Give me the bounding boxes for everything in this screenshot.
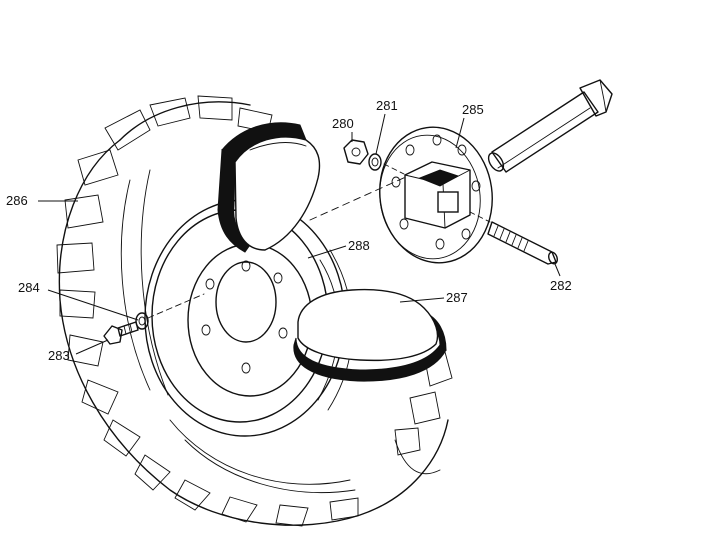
hub-nut-280 xyxy=(343,139,369,165)
upper-wheel-weight xyxy=(217,122,321,253)
axle-shaft xyxy=(487,79,613,173)
label-286: 286 xyxy=(6,193,28,208)
label-283: 283 xyxy=(48,348,70,363)
label-280: 280 xyxy=(332,116,354,131)
washer-284 xyxy=(135,312,149,330)
leader-lines xyxy=(38,113,561,355)
wheel-bolt-283 xyxy=(103,321,139,345)
washer-281 xyxy=(368,153,382,171)
callout-labels: 280 281 285 286 288 284 287 283 282 xyxy=(6,98,572,363)
tyre-286 xyxy=(56,95,453,527)
label-287: 287 xyxy=(446,290,468,305)
label-282: 282 xyxy=(550,278,572,293)
assembly-center-lines xyxy=(147,163,491,319)
label-285: 285 xyxy=(462,102,484,117)
label-281: 281 xyxy=(376,98,398,113)
wheel-stud-282 xyxy=(487,221,558,265)
label-284: 284 xyxy=(18,280,40,295)
wheel-weight-287 xyxy=(293,288,447,382)
label-288: 288 xyxy=(348,238,370,253)
hub-flange-285 xyxy=(379,126,493,264)
